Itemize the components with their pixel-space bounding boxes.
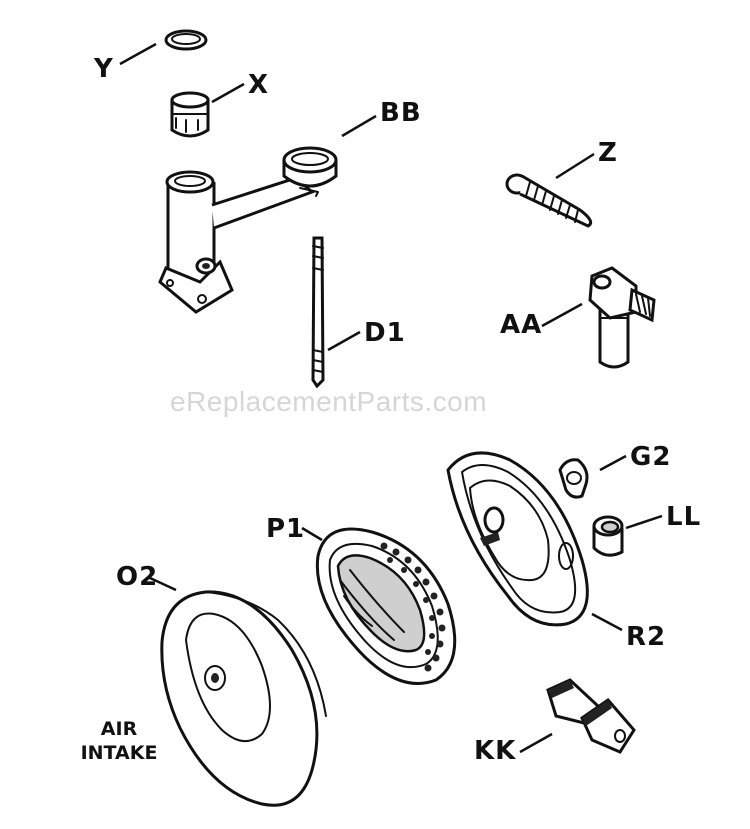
- label-p1: P1: [266, 514, 306, 544]
- label-z: Z: [598, 138, 618, 168]
- part-d1-rod: [311, 236, 325, 389]
- part-bb-tube-assembly: [158, 146, 338, 314]
- watermark-text: eReplacementParts.com: [170, 386, 488, 417]
- part-p1-filter: [315, 527, 457, 685]
- label-r2: R2: [626, 622, 667, 652]
- label-aa: AA: [500, 310, 543, 340]
- label-d1: D1: [364, 318, 406, 348]
- air-intake-line-2: INTAKE: [80, 741, 158, 764]
- label-g2: G2: [630, 442, 672, 472]
- label-o2: O2: [116, 562, 159, 592]
- part-aa-fitting: [588, 266, 656, 369]
- part-x-plug: [170, 91, 210, 138]
- part-r2-base: [446, 451, 589, 627]
- leader-lines: [119, 42, 663, 754]
- air-intake-line-1: AIR: [100, 718, 138, 740]
- air-intake-note: AIR INTAKE: [64, 718, 174, 766]
- part-g2-gasket: [558, 458, 589, 499]
- label-bb: BB: [380, 98, 422, 128]
- part-y-washer: [164, 29, 208, 51]
- label-kk: KK: [474, 736, 517, 766]
- part-o2-cover: [160, 590, 327, 807]
- part-ll-bushing: [592, 515, 624, 557]
- part-z-screw: [505, 173, 593, 228]
- label-x: X: [248, 70, 270, 100]
- label-y: Y: [94, 54, 114, 84]
- label-ll: LL: [666, 502, 702, 532]
- part-kk-clips: [546, 678, 636, 754]
